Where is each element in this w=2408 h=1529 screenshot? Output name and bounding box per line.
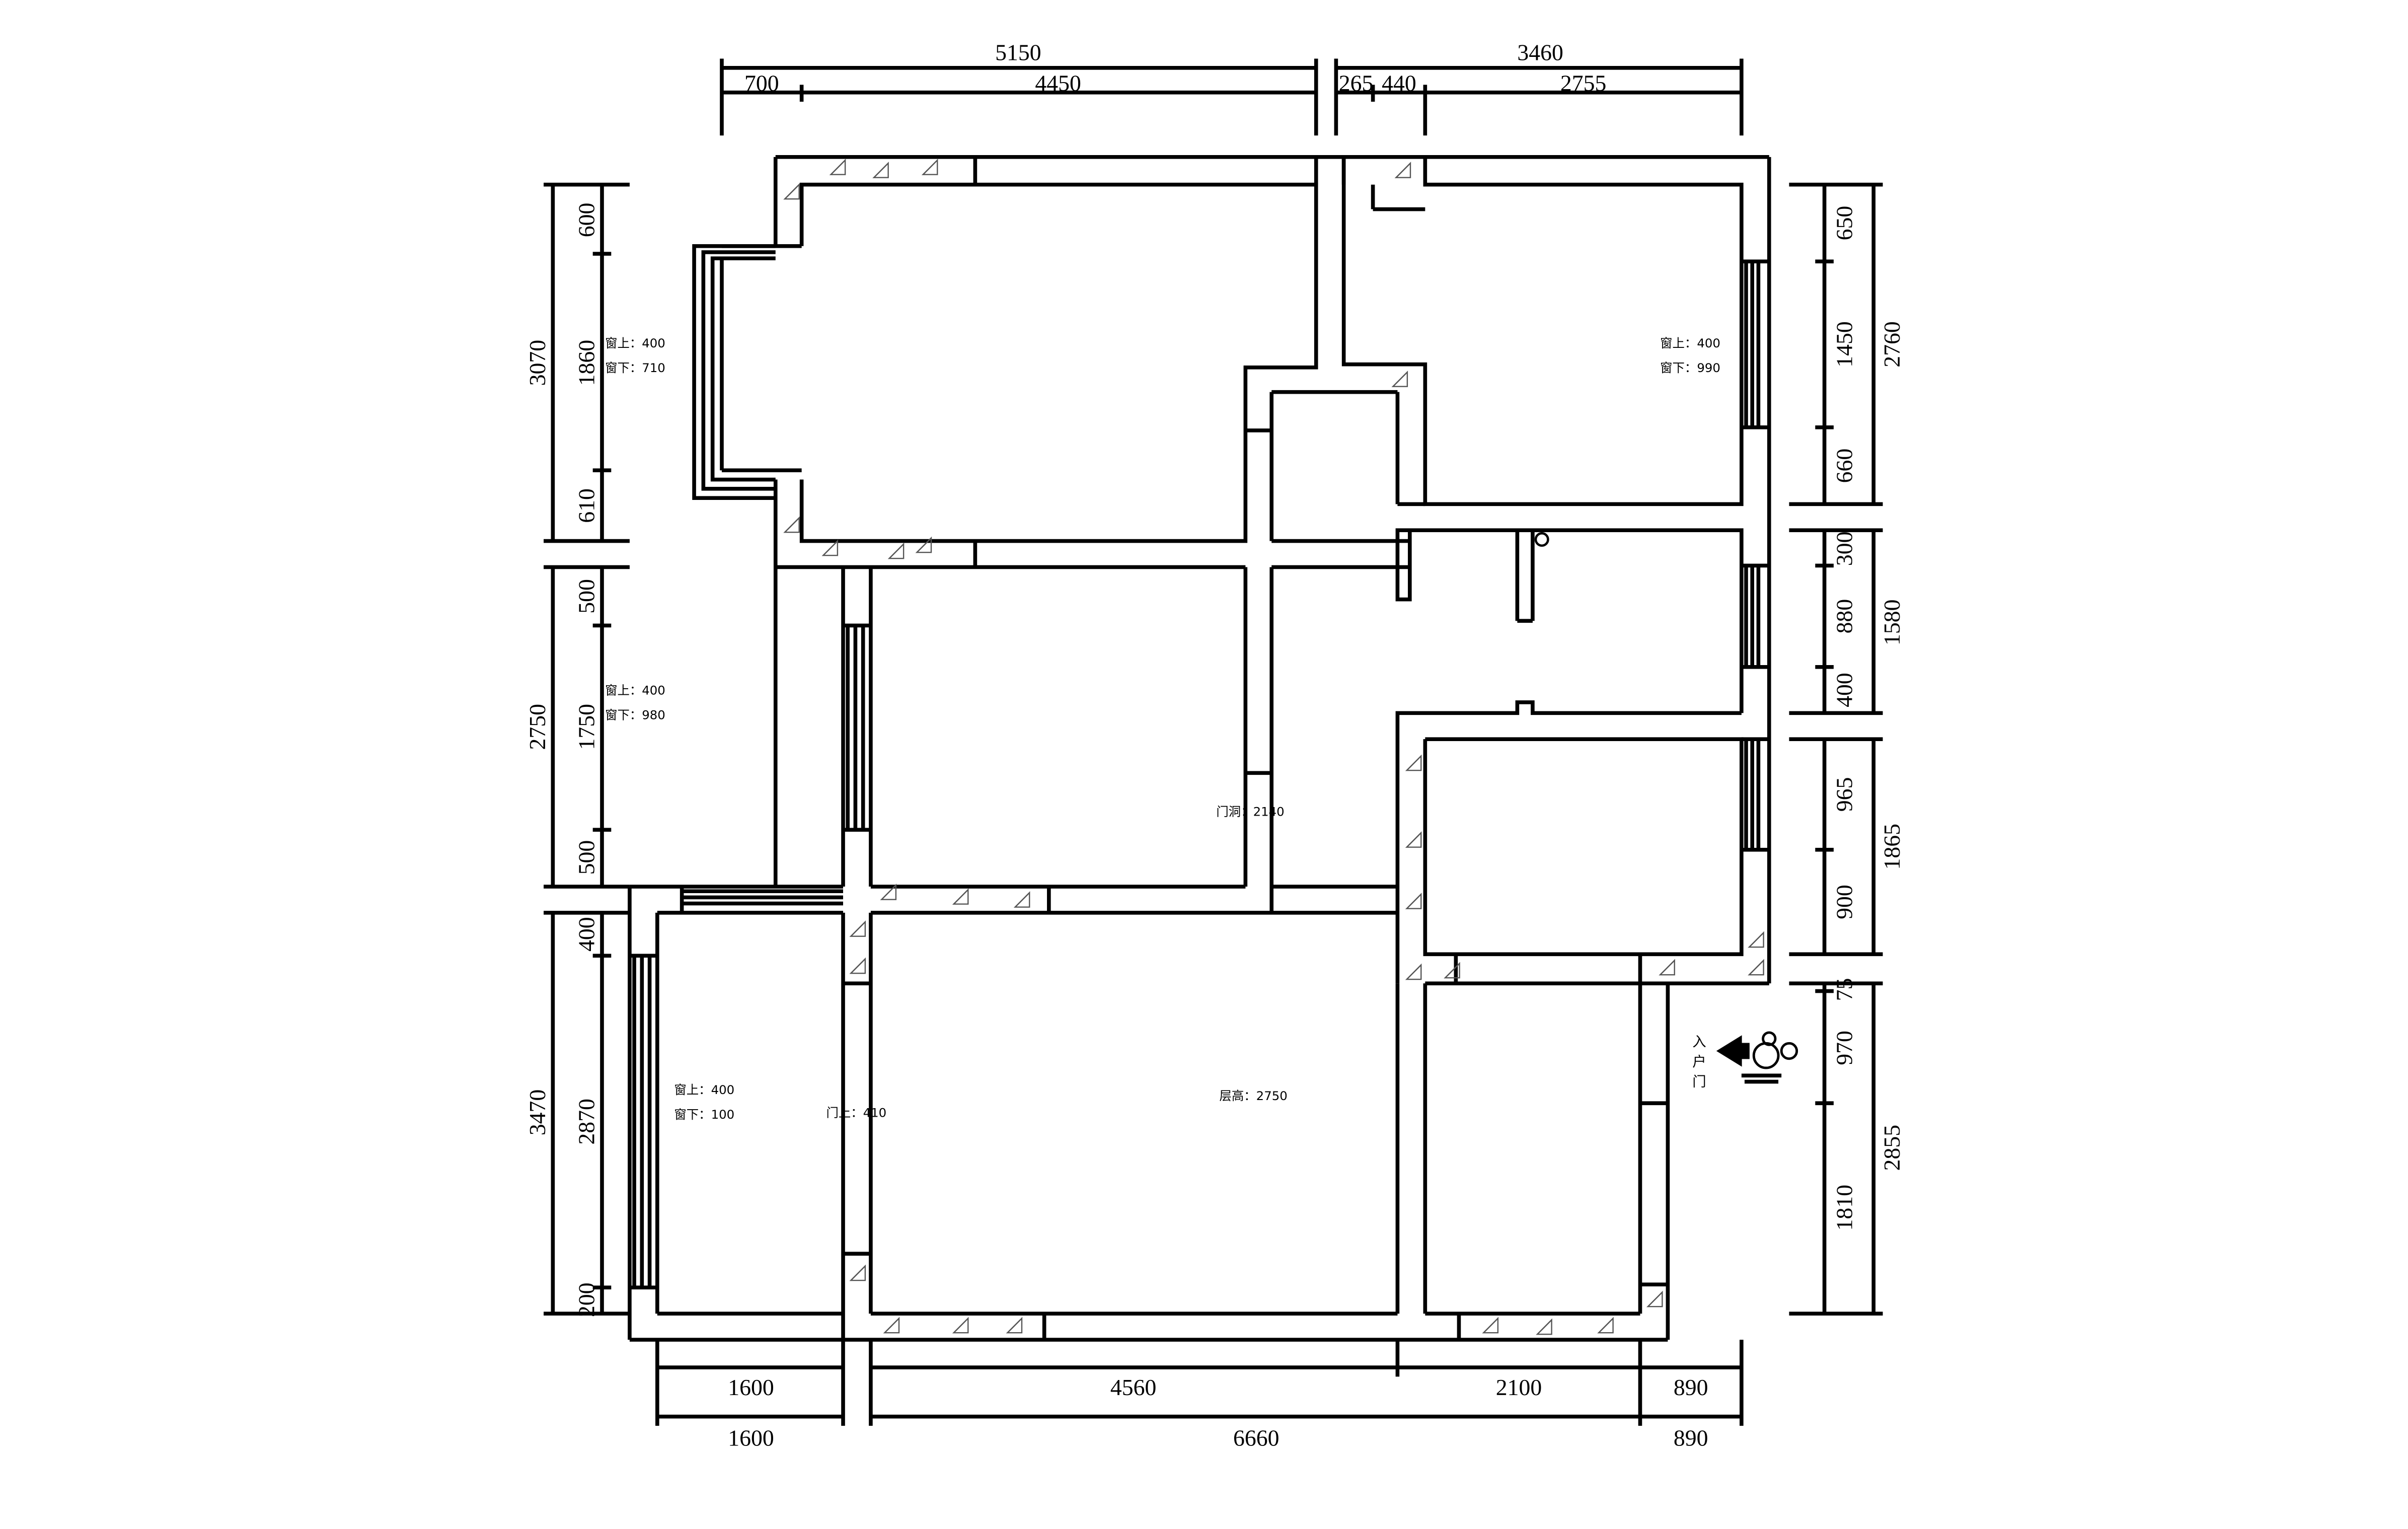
dim-left-seg-5: 1750 (574, 704, 599, 750)
dim-left-seg-9: 200 (574, 1282, 599, 1317)
room-notes: 窗上：400 窗下：710 窗上：400 窗下：990 窗上：400 窗下：98… (605, 336, 1720, 1122)
dim-right-seg-9: 75 (1832, 978, 1857, 1001)
dimension-lines (544, 58, 1883, 1426)
dim-bottom-seg-1: 1600 (728, 1374, 774, 1400)
entrance-door-icon (1716, 1031, 1798, 1084)
svg-text:◿: ◿ (783, 511, 800, 536)
dim-bottom-total-3: 890 (1674, 1425, 1708, 1451)
dim-top-seg-5: 2755 (1560, 70, 1606, 96)
note-ceiling-height: 层高：2750 (1220, 1088, 1288, 1103)
note-doorway: 门洞：2140 (1216, 805, 1284, 819)
svg-text:◿: ◿ (1391, 365, 1408, 390)
dim-right-seg-11: 1810 (1832, 1185, 1857, 1231)
note-nw-window-top: 窗上：400 (605, 336, 665, 350)
svg-text:◿: ◿ (1006, 1311, 1022, 1336)
dim-top-seg-1: 700 (744, 70, 779, 96)
dim-right-seg-5: 880 (1832, 599, 1857, 634)
dim-left-seg-3: 610 (574, 488, 599, 523)
floor-drain-icon (1534, 532, 1549, 547)
svg-text:◿: ◿ (1748, 953, 1764, 978)
svg-text:◿: ◿ (872, 156, 889, 181)
note-nw-window-bottom: 窗下：710 (605, 360, 665, 375)
svg-text:◿: ◿ (883, 1311, 899, 1336)
svg-text:◿: ◿ (1646, 1285, 1663, 1310)
dim-right-seg-7: 965 (1832, 777, 1857, 812)
svg-text:◿: ◿ (849, 952, 866, 977)
dim-left-total-3: 3470 (524, 1089, 550, 1136)
dimension-labels: 5150 3460 700 4450 265 440 2755 3070 275… (524, 40, 1905, 1451)
svg-text:◿: ◿ (952, 1311, 969, 1336)
dim-right-total-4: 2855 (1879, 1125, 1905, 1171)
dim-left-seg-6: 500 (574, 840, 599, 875)
dim-left-seg-2: 1860 (574, 340, 599, 386)
dim-bottom-seg-3: 2100 (1496, 1374, 1542, 1400)
note-balcony-window-top: 窗上：400 (605, 683, 665, 698)
dim-bottom-total-1: 1600 (728, 1425, 774, 1451)
svg-text:◿: ◿ (880, 878, 896, 903)
svg-text:◿: ◿ (915, 531, 932, 556)
dim-bottom-total-2: 6660 (1233, 1425, 1280, 1451)
dim-top-total-2: 3460 (1517, 40, 1563, 65)
dim-top-seg-4: 440 (1382, 70, 1416, 96)
svg-text:◿: ◿ (1405, 958, 1422, 983)
dim-left-total-2: 2750 (524, 704, 550, 750)
dim-right-seg-8: 900 (1832, 885, 1857, 919)
svg-text:◿: ◿ (1405, 826, 1422, 851)
dim-left-seg-1: 600 (574, 203, 599, 238)
dim-right-seg-1: 650 (1832, 206, 1857, 241)
svg-text:◿: ◿ (830, 153, 846, 178)
dim-top-seg-3: 265 (1339, 70, 1374, 96)
svg-text:◿: ◿ (1405, 887, 1422, 912)
note-ne-window-bottom: 窗下：990 (1660, 360, 1720, 375)
svg-text:◿: ◿ (849, 1259, 866, 1284)
svg-text:◿: ◿ (1394, 156, 1411, 181)
dim-right-seg-2: 1450 (1832, 321, 1857, 368)
dim-right-total-2: 1580 (1879, 600, 1905, 646)
note-balcony-window-bottom: 窗下：980 (605, 707, 665, 722)
dim-top-seg-2: 4450 (1035, 70, 1081, 96)
svg-text:◿: ◿ (1659, 953, 1675, 978)
dim-left-seg-4: 500 (574, 579, 599, 614)
note-ne-window-top: 窗上：400 (1660, 336, 1720, 350)
note-sw-window-bottom: 窗下：100 (674, 1107, 734, 1122)
dim-right-seg-3: 660 (1832, 449, 1857, 483)
dim-left-seg-7: 400 (574, 917, 599, 952)
dim-right-seg-10: 970 (1832, 1031, 1857, 1065)
note-sw-window-top: 窗上：400 (674, 1082, 734, 1097)
svg-text:◿: ◿ (1536, 1313, 1552, 1338)
svg-text:◿: ◿ (952, 883, 969, 908)
dim-bottom-seg-4: 890 (1674, 1374, 1708, 1400)
svg-text:◿: ◿ (1405, 749, 1422, 774)
svg-text:◿: ◿ (1444, 956, 1460, 981)
svg-text:◿: ◿ (783, 177, 800, 202)
svg-text:◿: ◿ (821, 534, 838, 559)
svg-text:◿: ◿ (922, 153, 938, 178)
dim-left-total-1: 3070 (524, 340, 550, 386)
windows (629, 244, 1769, 1290)
wall-hatching: ◿ ◿ ◿ ◿ ◿ ◿ ◿ ◿ ◿ ◿ ◿ ◿ ◿ ◿ ◿ ◿ ◿ ◿ ◿ ◿ … (783, 153, 1764, 1338)
entrance-label-3: 门 (1692, 1074, 1706, 1090)
entrance-label-1: 入 (1692, 1034, 1706, 1050)
svg-text:◿: ◿ (849, 915, 866, 940)
dim-right-total-1: 2760 (1879, 321, 1905, 368)
dim-right-seg-4: 300 (1832, 532, 1857, 566)
svg-text:◿: ◿ (887, 537, 904, 562)
dim-right-seg-6: 400 (1832, 673, 1857, 707)
note-door-head: 门上：410 (826, 1106, 886, 1120)
svg-text:◿: ◿ (1014, 886, 1030, 911)
entrance-label-2: 户 (1692, 1054, 1706, 1070)
walls (628, 155, 1771, 1342)
dim-left-seg-8: 2870 (574, 1099, 599, 1145)
dim-right-total-3: 1865 (1879, 824, 1905, 870)
svg-text:◿: ◿ (1748, 925, 1764, 951)
dim-bottom-seg-2: 4560 (1110, 1374, 1157, 1400)
svg-text:◿: ◿ (1482, 1311, 1498, 1336)
svg-text:◿: ◿ (1597, 1311, 1614, 1336)
dim-top-total-1: 5150 (995, 40, 1041, 65)
